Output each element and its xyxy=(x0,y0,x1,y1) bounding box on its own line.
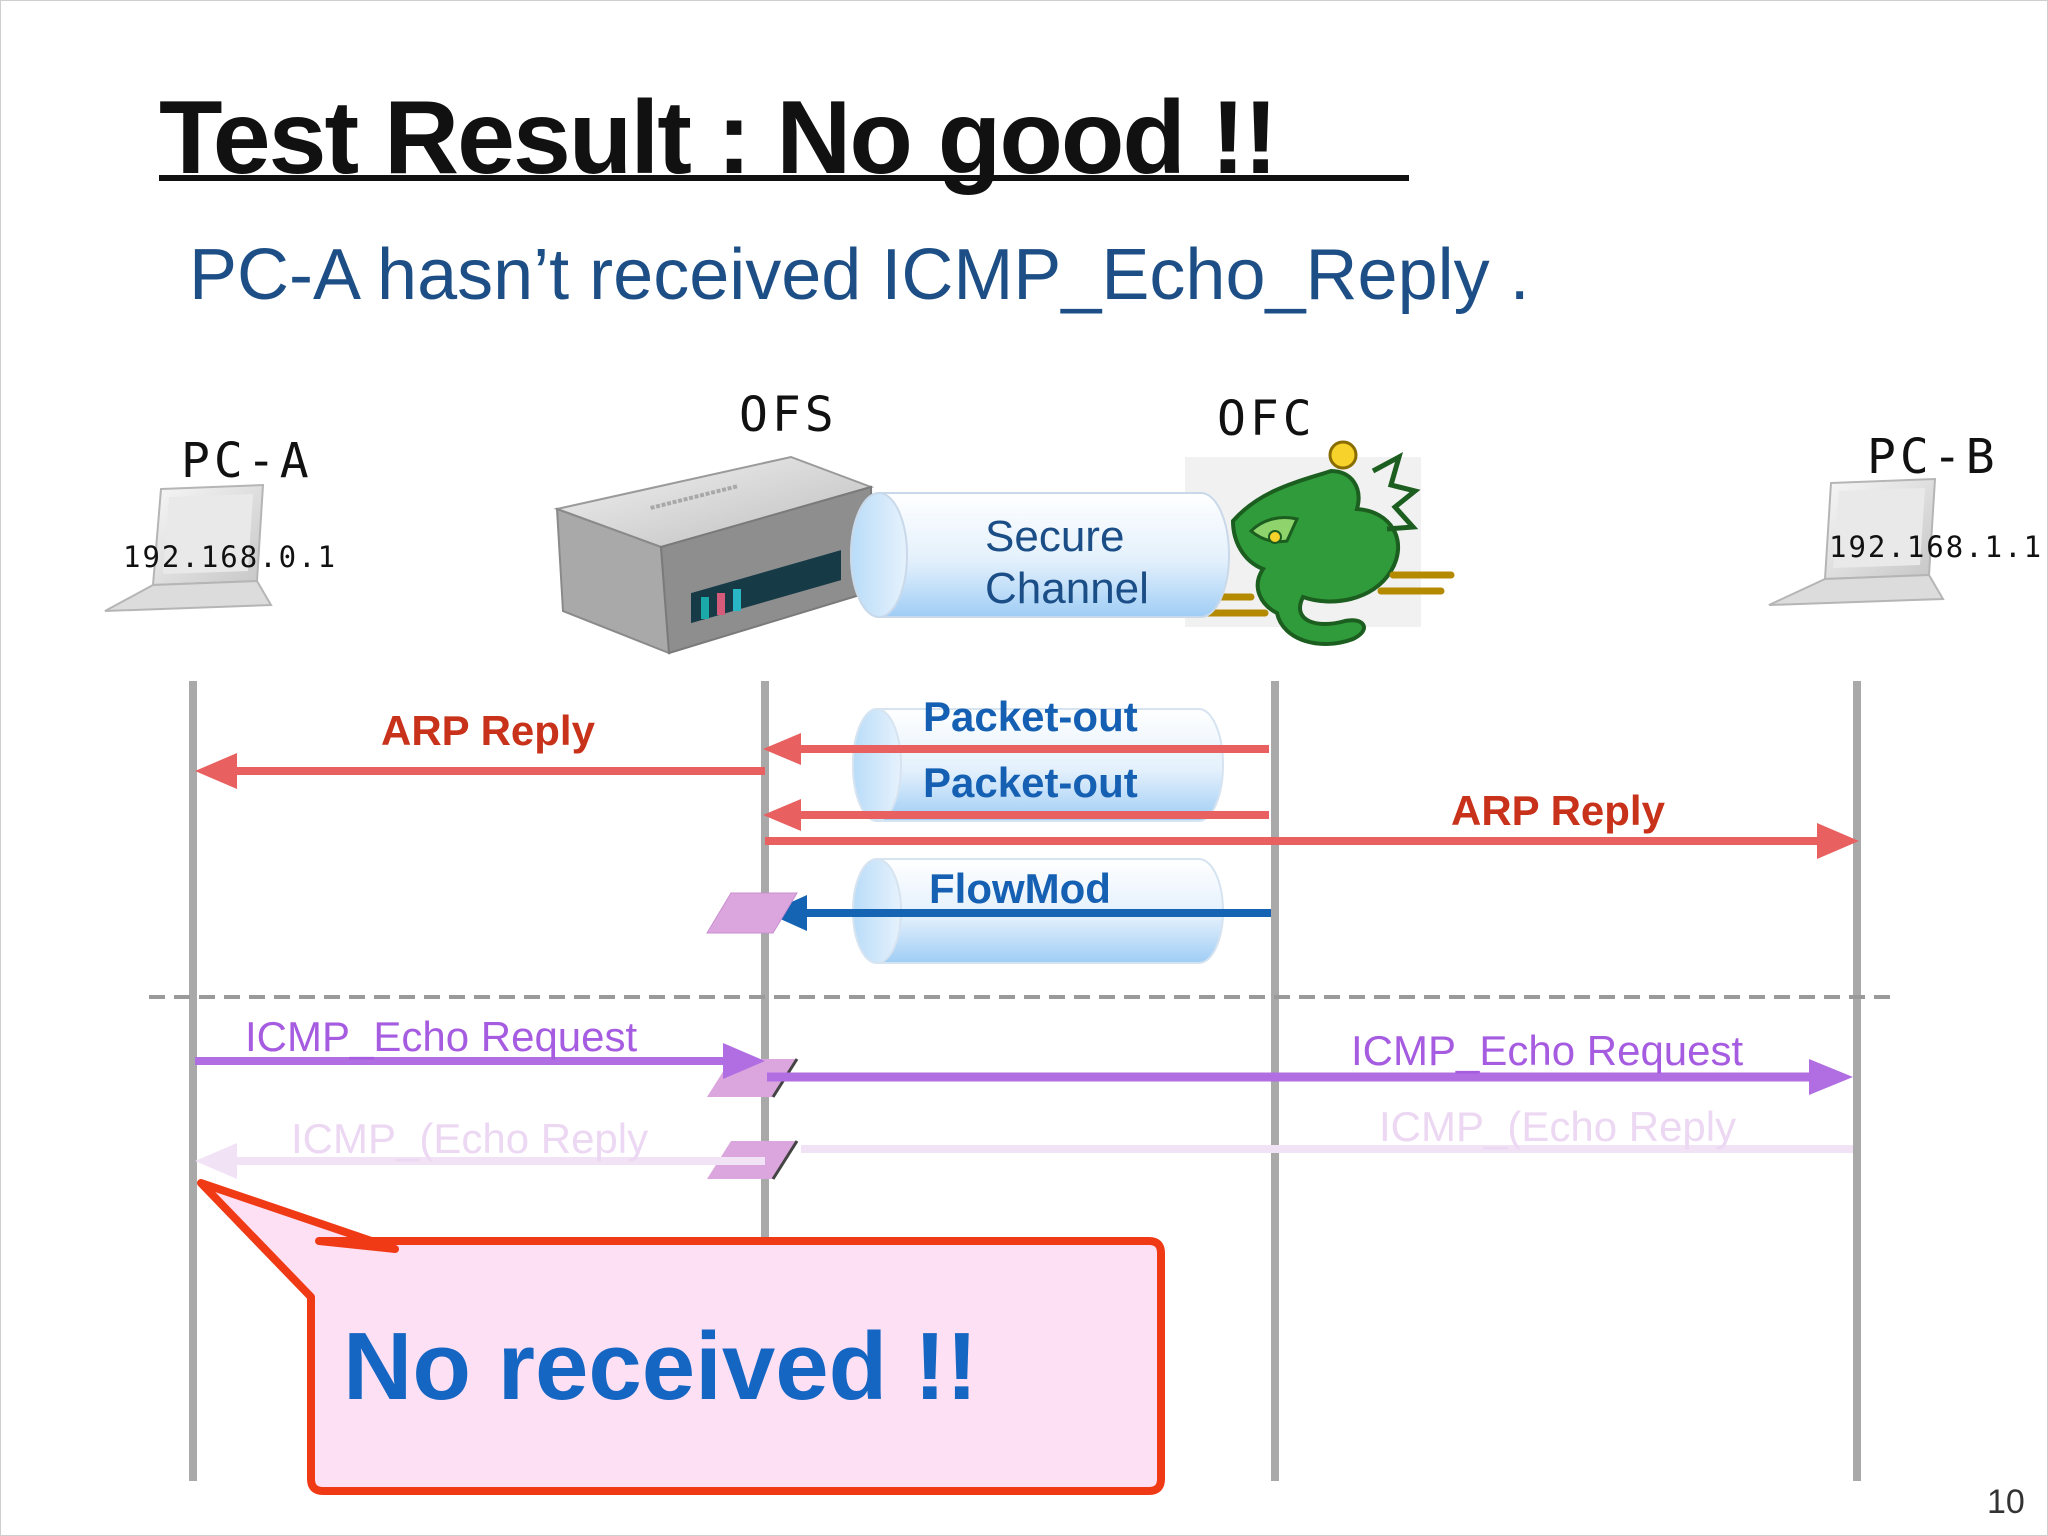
icmp-request-label-left: ICMP_Echo Request xyxy=(245,1013,638,1060)
secure-channel-label-line1: Secure xyxy=(985,512,1124,561)
secure-channel-label-line2: Channel xyxy=(985,564,1149,613)
pc-a-label: PC-A xyxy=(181,433,313,489)
callout-text: No received !! xyxy=(343,1313,978,1420)
callout-no-received: No received !! xyxy=(197,1179,1165,1495)
icmp-request-label-right: ICMP_Echo Request xyxy=(1351,1027,1744,1074)
laptop-icon xyxy=(104,483,273,612)
title-underline xyxy=(159,175,1409,181)
lifeline-ofs xyxy=(761,681,769,1243)
laptop-icon xyxy=(1768,477,1945,606)
arp-reply-arrow-right xyxy=(765,823,1859,859)
arp-reply-label-right: ARP Reply xyxy=(1451,787,1666,834)
packet-out-label-2: Packet-out xyxy=(923,759,1138,806)
pc-b-label: PC-B xyxy=(1867,429,1999,485)
pc-b-ip: 192.168.1.1 xyxy=(1829,530,2043,564)
icmp-reply-label-right: ICMP_(Echo Reply xyxy=(1379,1103,1736,1150)
packet-out-label-1: Packet-out xyxy=(923,693,1138,740)
flowmod-arrow xyxy=(767,895,1271,931)
ofs-label: OFS xyxy=(739,387,838,443)
packet-out-arrow-1 xyxy=(763,733,1269,765)
icmp-request-arrow-right xyxy=(767,1059,1853,1095)
slide-subtitle: PC-A hasn’t received ICMP_Echo_Reply . xyxy=(189,235,1530,315)
arp-reply-label-left: ARP Reply xyxy=(381,707,596,754)
secure-channel: Secure Channel xyxy=(850,492,1230,618)
icmp-request-arrow-left xyxy=(195,1043,765,1079)
flowmod-label: FlowMod xyxy=(929,865,1111,912)
channel-tube-packet-out xyxy=(852,708,1224,822)
pc-a-ip: 192.168.0.1 xyxy=(123,540,337,574)
icmp-reply-label-left: ICMP_(Echo Reply xyxy=(291,1115,648,1162)
ofc-label: OFC xyxy=(1217,391,1316,447)
icmp-reply-arrow-left xyxy=(195,1143,765,1179)
page-number: 10 xyxy=(1987,1483,2025,1521)
arp-reply-arrow-left xyxy=(195,753,765,789)
network-switch-icon: ▪▪▪▪▪▪▪▪▪▪▪▪▪▪▪▪ xyxy=(553,455,875,655)
flow-entry-marker-1 xyxy=(706,892,798,934)
lifeline-pc-b xyxy=(1853,681,1861,1481)
lifeline-pc-a xyxy=(189,681,197,1481)
packet-out-arrow-2 xyxy=(763,799,1269,831)
